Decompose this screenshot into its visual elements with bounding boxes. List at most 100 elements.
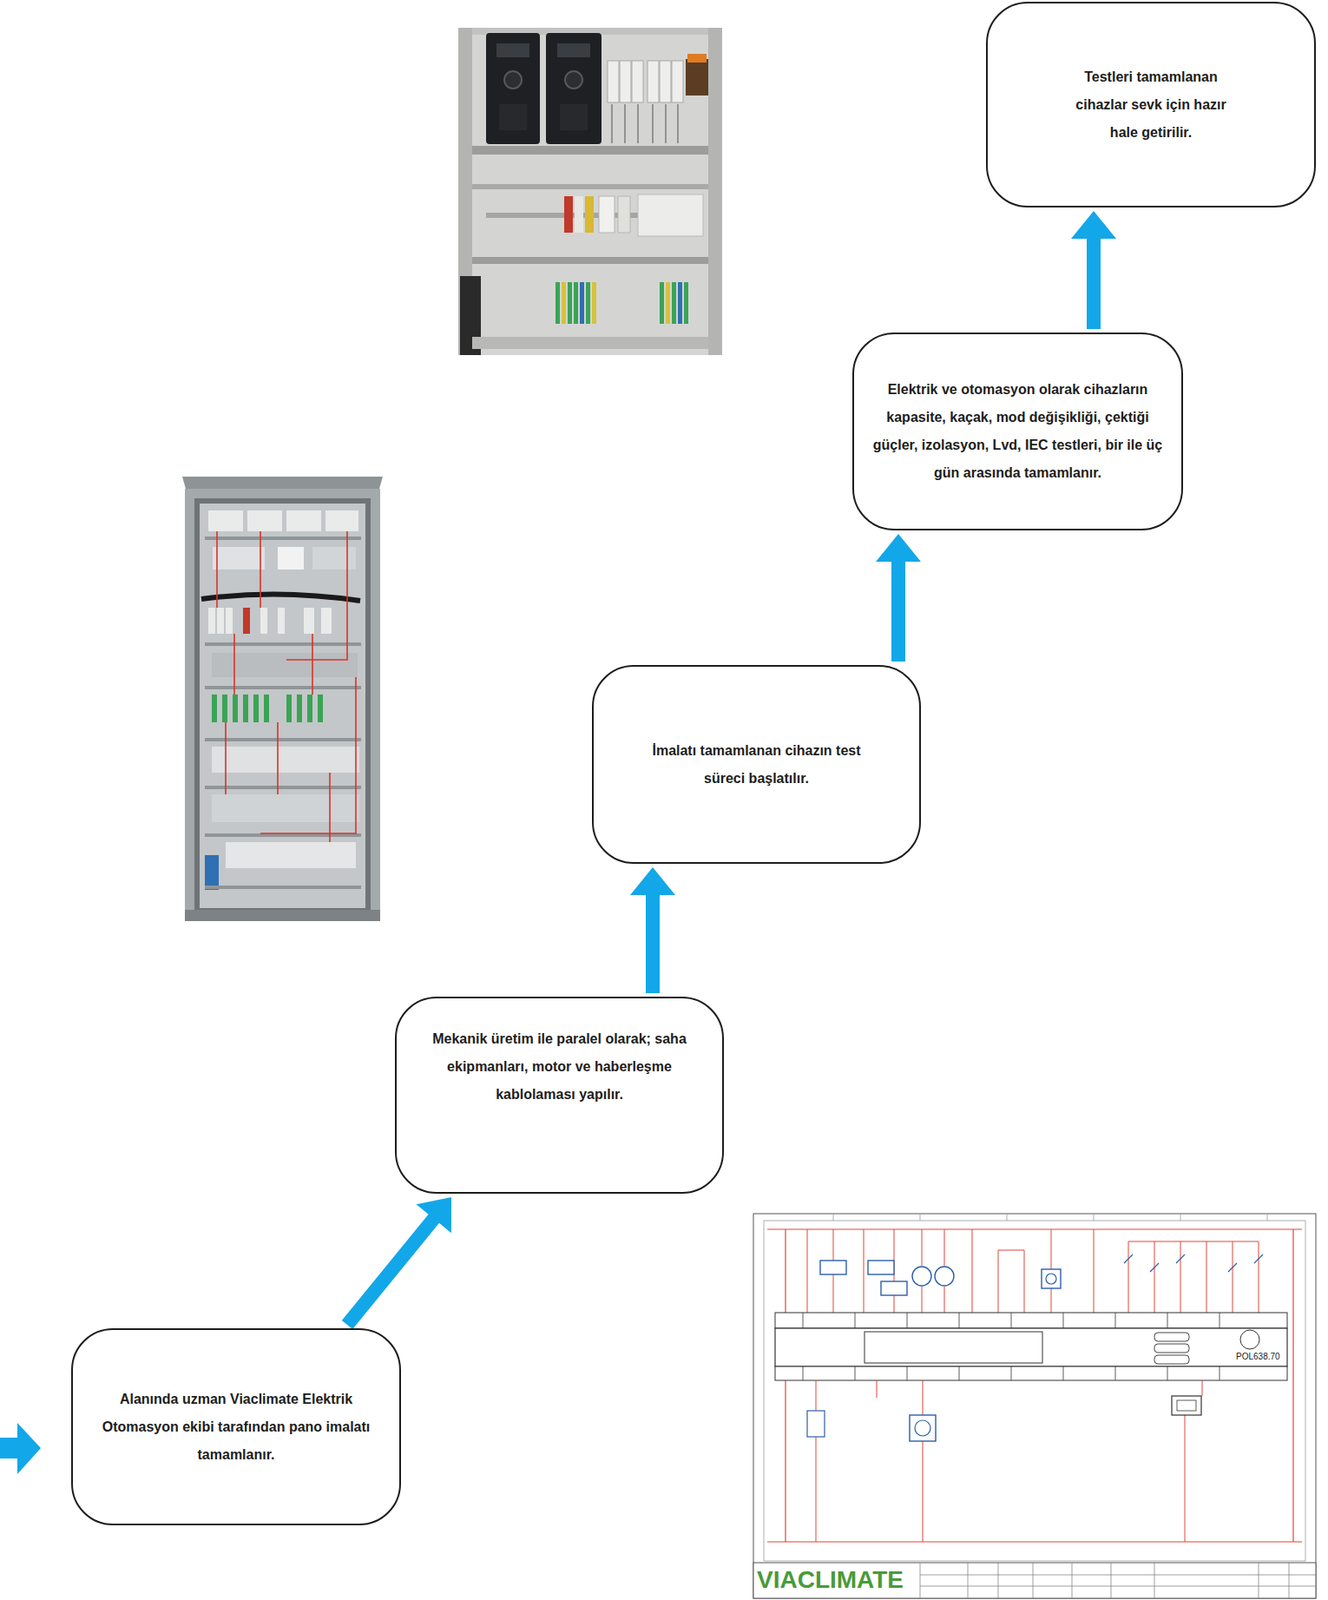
panel-photo-part [564,196,573,233]
cabinet-photo-part [216,607,224,634]
model-label: POL638.70 [1235,1351,1281,1362]
logo-text: VIACLIMATE [756,1564,904,1595]
panel-photo-part [504,71,522,89]
panel-photo-part [557,43,591,58]
wiring-schematic-part [1171,1395,1202,1415]
panel-photo-part [499,104,527,131]
panel-photo-part [574,196,584,233]
cabinet-photo-part [277,607,285,634]
panel-photo-part [559,104,588,131]
cabinet-photo-part [208,607,216,634]
panel-photo-part [631,60,644,103]
cabinet-photo-part [260,607,268,634]
panel-photo-part [685,59,709,96]
cabinet-photo-part [204,642,362,646]
flow-arrow-shape [341,1196,452,1329]
cabinet-photo-part [212,546,265,570]
cabinet-photo-part [211,746,360,773]
panel-photo-part [486,32,540,145]
panel-photo-part [619,60,632,103]
panel-photo-part [659,282,664,324]
wiring-schematic-part [807,1410,825,1437]
panel-photo-part [472,184,709,190]
cabinet-photo-part [194,498,371,914]
panel-photo-part [611,104,678,144]
cabinet-photo-part [247,510,283,532]
cabinet-photo-part [263,694,270,723]
cabinet-photo-part [204,737,362,742]
cabinet-photo [182,476,383,921]
wiring-schematic-part [775,1366,1288,1381]
wiring-schematic-part [1240,1329,1260,1349]
cabinet-photo-part [184,488,381,921]
cabinet-photo-part [243,607,250,634]
cabinet-photo-part [204,536,362,540]
flow-arrow-shape [875,533,921,662]
process-box: Testleri tamamlanan cihazlar sevk için h… [986,1,1316,208]
cabinet-photo-part [312,546,356,570]
panel-photo-part [671,60,684,103]
flow-arrow-shape [630,867,676,993]
cabinet-photo-part [286,694,292,723]
panel-photo-part [567,282,572,324]
cabinet-photo-part [204,854,219,890]
wiring-schematic-part [1124,1254,1263,1272]
panel-photo-part [671,282,677,324]
panel-photo-part [708,27,723,356]
wiring-schematic-part [753,1562,1316,1598]
flow-arrow [341,1196,452,1329]
cabinet-photo-part [216,531,356,842]
wiring-schematic-part [864,1331,1043,1363]
panel-photo-part [579,282,585,324]
box-text: Mekanik üretim ile paralel olarak; saha … [416,1025,704,1109]
wiring-schematic-part [920,1562,1316,1598]
wiring-schematic-part [807,1229,1259,1313]
process-box: İmalatı tamamlanan cihazın test süreci b… [591,664,921,864]
cabinet-photo-part [253,694,259,723]
wiring-schematic-part [753,1213,1316,1598]
cabinet-photo-part [222,694,228,723]
entry-arrow [0,1422,41,1474]
process-box: Elektrik ve otomasyon olarak cihazların … [852,332,1184,531]
wiring-schematic-part [775,1328,1288,1367]
cabinet-photo-part [325,510,359,532]
wiring-schematic-part [914,1420,931,1436]
cabinet-photo-part [204,685,362,690]
panel-photo-part [496,43,530,58]
panel-photo-part [687,53,707,63]
panel-photo-part [555,282,560,324]
cabinet-photo-part [208,510,244,532]
panel-photo-part [659,60,671,103]
panel-photo-part [683,282,689,324]
panel-photo-part [607,60,619,103]
cabinet-photo-part [211,694,217,723]
cabinet-photo-part [201,593,361,601]
wiring-schematic-part [867,1260,895,1275]
panel-photo-part [472,256,709,264]
wiring-schematic-part [763,1220,1306,1561]
cabinet-photo-part [317,694,323,723]
cabinet-photo-part [204,885,362,889]
cabinet-photo-part [277,546,304,570]
box-text: İmalatı tamamlanan cihazın test süreci b… [631,736,883,793]
cabinet-photo-part [211,794,360,822]
cabinet-photo-part [243,694,249,723]
panel-photo-part [561,282,566,324]
cabinet-photo-part [182,476,383,489]
flow-arrow [630,867,676,993]
panel-photo-part [565,71,583,89]
panel-photo-part [585,196,594,233]
cabinet-photo-part [225,841,356,868]
flow-arrow [875,533,921,662]
cabinet-photo-part [225,607,233,634]
cabinet-photo-part [204,785,362,789]
cabinet-photo-part [199,503,366,908]
wiring-schematic-part [880,1281,908,1296]
wiring-schematic-part [1045,1273,1057,1284]
panel-photo-part [472,336,709,349]
panel-photo-part [458,27,723,356]
wiring-schematic-part [1176,1400,1197,1411]
wiring-schematic-part [1154,1332,1190,1342]
cabinet-photo-part [321,607,332,634]
